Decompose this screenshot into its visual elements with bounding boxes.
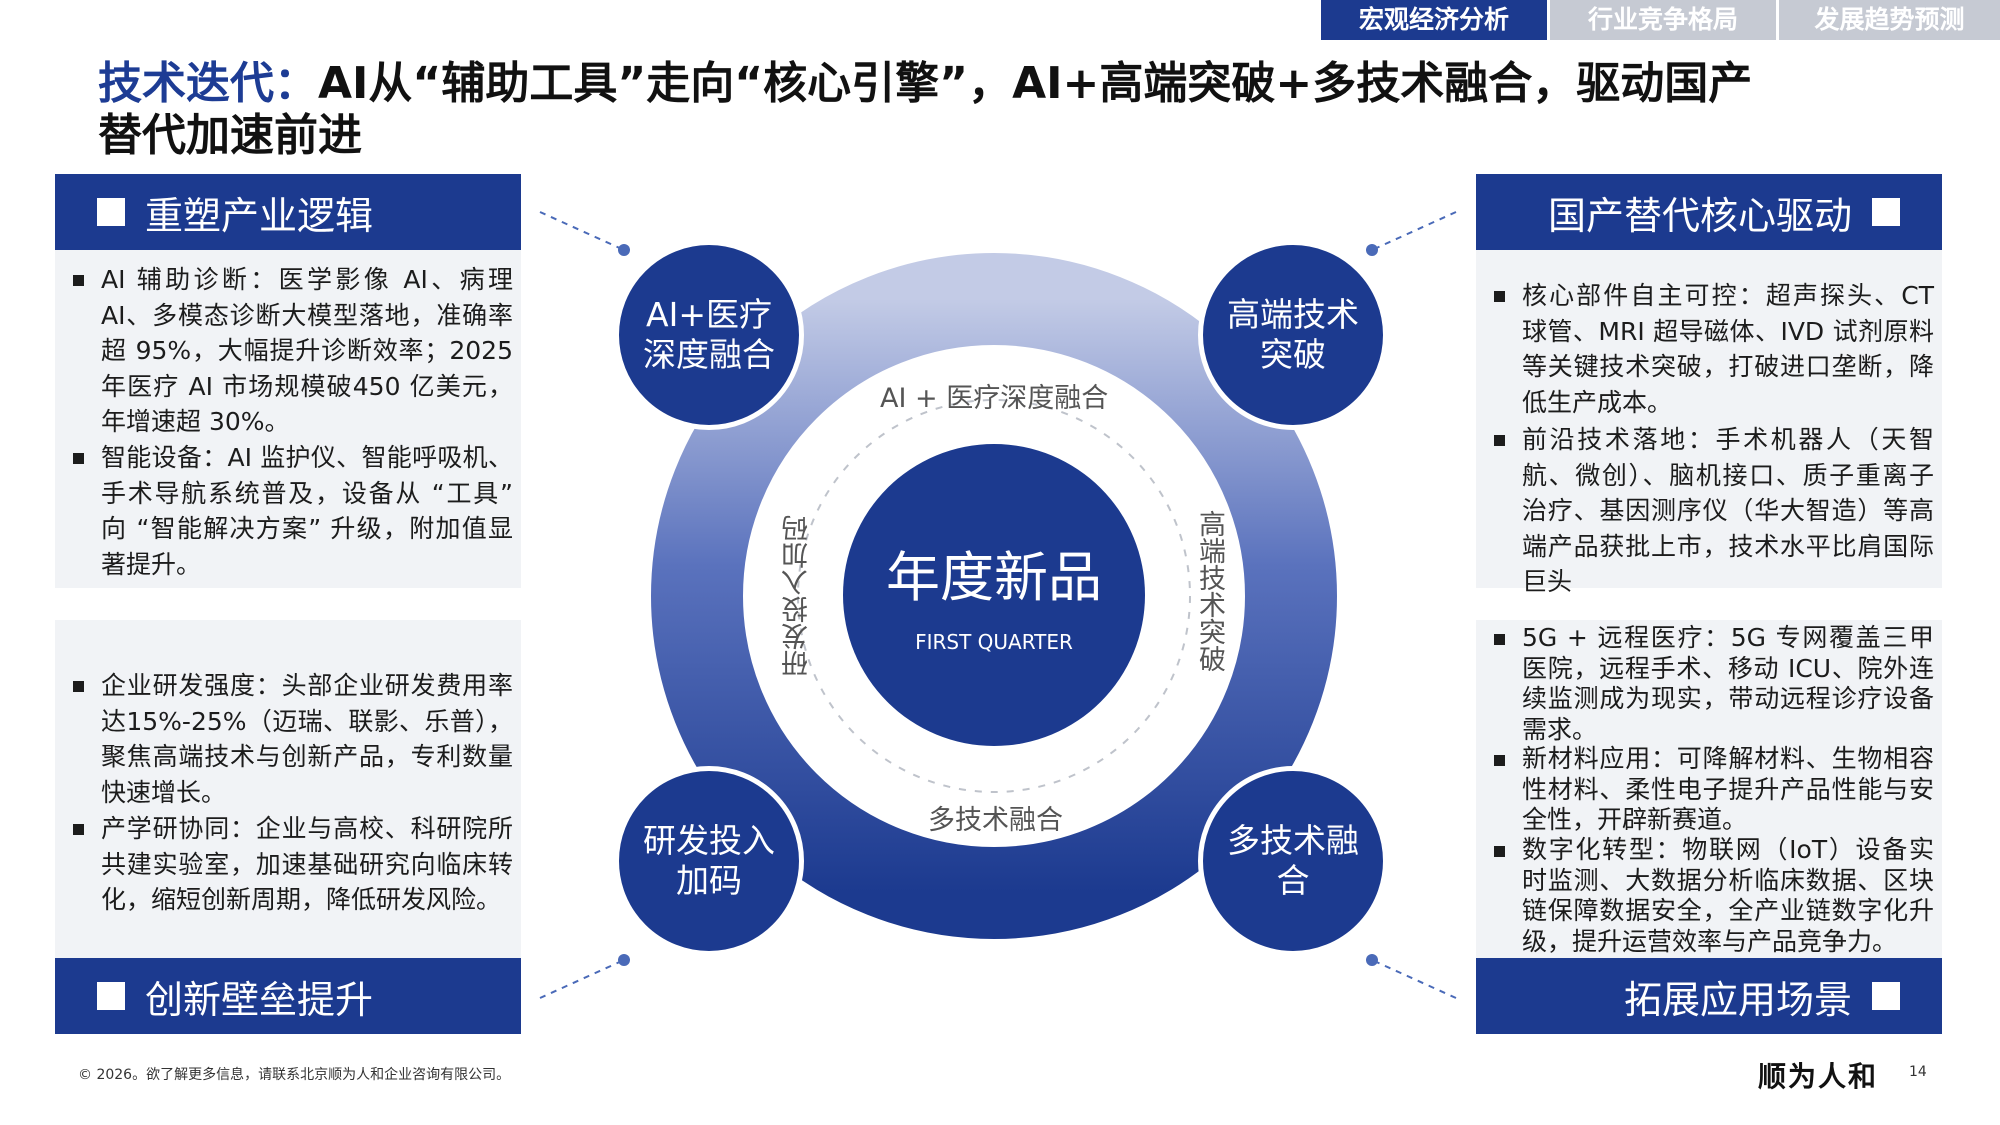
connector-line (1371, 211, 1457, 251)
left-bottom-panel (55, 620, 521, 958)
right-bottom-header-text: 拓展应用场景 (1623, 977, 1852, 1022)
square-icon (97, 198, 125, 226)
connector-dot (618, 954, 630, 966)
node-rd-investment: 研发投入加码 (614, 766, 804, 956)
left-bottom-header-text: 创新壁垒提升 (145, 977, 374, 1022)
right-top-panel (1476, 250, 1942, 588)
node-multi-tech: 多技术融合 (1198, 766, 1388, 956)
bullet-icon (1494, 435, 1505, 446)
title-line1: AI从“辅助工具”走向“核心引擎”，AI+高端突破+多技术融合，驱动国产 (318, 58, 1753, 109)
right-bottom-header: 拓展应用场景 (1476, 958, 1942, 1034)
ring-label-bottom: 多技术融合 (928, 805, 1063, 836)
ring-label-left: 研发投入加码 (782, 515, 813, 677)
tab-industry-competition[interactable]: 行业竞争格局 (1550, 0, 1776, 40)
center-title: 年度新品 (886, 546, 1102, 609)
bullet-item: 智能设备：AI 监护仪、智能呼吸机、手术导航系统普及，设备从 “工具” 向 “智… (73, 440, 513, 582)
bullet-item: 产学研协同：企业与高校、科研院所共建实验室，加速基础研究向临床转化，缩短创新周期… (73, 811, 513, 918)
connector-line (539, 959, 625, 999)
center-subtitle: FIRST QUARTER (915, 630, 1073, 654)
bullet-icon (73, 453, 84, 464)
bullet-icon (73, 275, 84, 286)
bullet-icon (1494, 291, 1505, 302)
bullet-icon (1494, 634, 1505, 645)
outer-ring (651, 253, 1337, 939)
connector-line (539, 211, 625, 251)
left-top-header-text: 重塑产业逻辑 (145, 193, 374, 238)
bullet-item: AI 辅助诊断：医学影像 AI、病理 AI、多模态诊断大模型落地，准确率超 95… (73, 262, 513, 440)
center-circle: 年度新品 FIRST QUARTER (843, 444, 1145, 746)
bullet-icon (73, 824, 84, 835)
bullet-item: 数字化转型：物联网（IoT）设备实时监测、大数据分析临床数据、区块链保障数据安全… (1494, 835, 1934, 957)
left-top-panel (55, 250, 521, 588)
page-number: 14 (1909, 1064, 1927, 1080)
right-top-header-text: 国产替代核心驱动 (1547, 193, 1852, 238)
connector-dot (1366, 954, 1378, 966)
bullet-item: 企业研发强度：头部企业研发费用率达15%-25%（迈瑞、联影、乐普），聚焦高端技… (73, 668, 513, 810)
square-icon (1872, 198, 1900, 226)
ring-label-top: AI + 医疗深度融合 (880, 383, 1109, 414)
bullet-icon (1494, 755, 1505, 766)
node-high-end-tech: 高端技术突破 (1198, 240, 1388, 430)
connector-line (1371, 959, 1457, 999)
title-line2: 替代加速前进 (98, 110, 362, 161)
tab-development-trend[interactable]: 发展趋势预测 (1779, 0, 2000, 40)
left-bottom-header: 创新壁垒提升 (55, 958, 521, 1034)
left-top-header: 重塑产业逻辑 (55, 174, 521, 250)
right-top-header: 国产替代核心驱动 (1476, 174, 1942, 250)
square-icon (97, 982, 125, 1010)
bullet-item: 核心部件自主可控：超声探头、CT 球管、MRI 超导磁体、IVD 试剂原料等关键… (1494, 278, 1934, 420)
title-highlight: 技术迭代： (98, 58, 318, 109)
company-logo: 顺为人和 (1758, 1060, 1879, 1093)
footer-copyright: © 2026。欲了解更多信息，请联系北京顺为人和企业咨询有限公司。 (78, 1067, 511, 1083)
bullet-item: 5G + 远程医疗：5G 专网覆盖三甲医院，远程手术、移动 ICU、院外连续监测… (1494, 623, 1934, 745)
connector-dot (618, 244, 630, 256)
ring-label-right: 高端技术突破 (1194, 510, 1225, 672)
bullet-item: 新材料应用：可降解材料、生物相容性材料、柔性电子提升产品性能与安全性，开辟新赛道… (1494, 744, 1934, 836)
inner-dashed-ring (797, 399, 1191, 793)
right-bottom-panel (1476, 620, 1942, 958)
connector-dot (1366, 244, 1378, 256)
node-ai-medical: AI+医疗深度融合 (614, 240, 804, 430)
tab-macro-economy[interactable]: 宏观经济分析 (1321, 0, 1547, 40)
bullet-icon (73, 681, 84, 692)
page-title: 技术迭代：AI从“辅助工具”走向“核心引擎”，AI+高端突破+多技术融合，驱动国… (98, 58, 1918, 162)
bullet-icon (1494, 846, 1505, 857)
bullet-item: 前沿技术落地：手术机器人（天智航、微创）、脑机接口、质子重离子治疗、基因测序仪（… (1494, 422, 1934, 600)
square-icon (1872, 982, 1900, 1010)
